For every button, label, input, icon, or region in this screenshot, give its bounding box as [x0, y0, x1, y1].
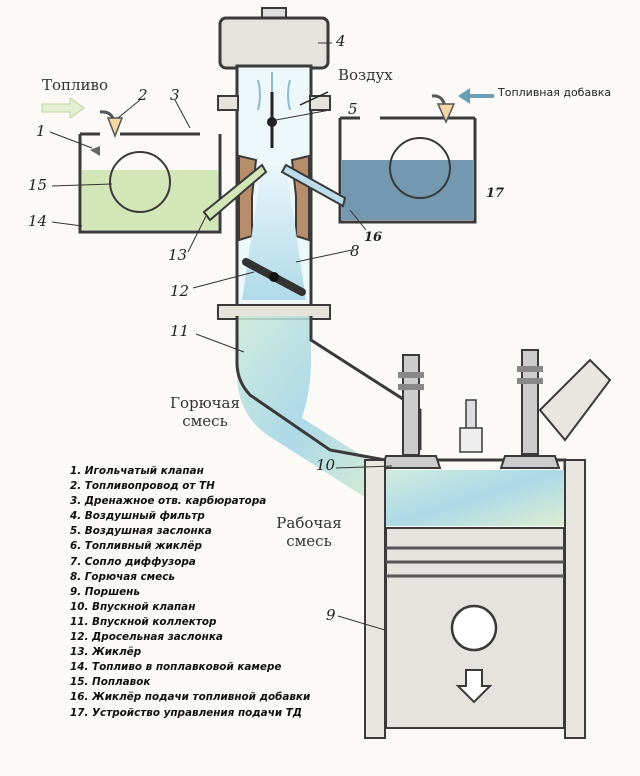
combustible-mix-line-1: Горючая	[170, 394, 240, 412]
air-damper	[267, 91, 329, 148]
callout-14: 14	[28, 212, 48, 230]
legend-item: 6. Топливный жиклёр	[70, 540, 202, 553]
callout-9: 9	[326, 606, 336, 624]
callout-11: 11	[170, 322, 190, 340]
legend-item: 9. Поршень	[70, 585, 140, 598]
callout-16: 16	[364, 230, 383, 245]
piston	[385, 527, 565, 729]
callout-13: 13	[168, 246, 188, 264]
callout-3: 3	[170, 86, 180, 104]
working-mix-area	[386, 470, 564, 526]
callout-2: 2	[138, 86, 148, 104]
additive-label: Топливная добавка	[498, 86, 612, 99]
legend-item: 2. Топливопровод от ТН	[70, 480, 215, 493]
float-chamber	[78, 110, 222, 234]
callout-1: 1	[36, 122, 46, 140]
callout-10: 10	[316, 456, 336, 474]
fuel-channel	[202, 163, 268, 222]
callout-12: 12	[170, 282, 190, 300]
legend-item: 10. Впускной клапан	[70, 600, 196, 613]
legend-item: 5. Воздушная заслонка	[70, 525, 212, 538]
fuel-label: Топливо	[42, 76, 109, 94]
throttle-valve	[242, 258, 306, 296]
legend-item: 4. Воздушный фильтр	[70, 510, 205, 523]
callout-4: 4	[336, 32, 346, 50]
legend-item: 15. Поплавок	[70, 676, 151, 689]
legend-item: 16. Жиклёр подачи топливной добавки	[70, 691, 311, 704]
legend-item: 14. Топливо в поплавковой камере	[70, 661, 282, 674]
legend-item: 1. Игольчатый клапан	[70, 465, 204, 477]
working-mix-line-1: Рабочая	[276, 514, 342, 532]
combustible-mix-label: Горючая смесь	[160, 394, 250, 430]
legend: 1. Игольчатый клапан 2. Топливопровод от…	[70, 464, 310, 721]
additive-channel	[280, 163, 347, 208]
working-mix-line-2: смесь	[286, 532, 332, 550]
legend-item: 12. Дросельная заслонка	[70, 631, 223, 644]
spark-plug	[459, 399, 483, 453]
callout-5: 5	[348, 100, 358, 118]
callout-8: 8	[350, 242, 360, 260]
fuel-arrow	[41, 97, 85, 119]
leader-lines	[49, 42, 393, 631]
additive-chamber	[338, 94, 477, 224]
additive-arrow	[458, 88, 494, 104]
intake-valve	[380, 354, 442, 469]
combustible-mix-line-2: смесь	[182, 412, 228, 430]
air-filter	[218, 7, 330, 70]
air-label: Воздух	[338, 66, 393, 84]
legend-item: 3. Дренажное отв. карбюратора	[70, 495, 267, 508]
legend-item: 13. Жиклёр	[70, 646, 142, 659]
working-mix-label: Рабочая смесь	[264, 514, 354, 550]
exhaust-valve	[499, 349, 561, 469]
legend-item: 11. Впускной коллектор	[70, 615, 217, 628]
legend-item: 7. Сопло диффузора	[70, 555, 196, 568]
callout-17: 17	[486, 186, 505, 201]
legend-item: 17. Устройство управления подачи ТД	[70, 706, 303, 719]
cylinder	[364, 459, 586, 739]
legend-item: 8. Горючая смесь	[70, 570, 175, 583]
callout-15: 15	[28, 176, 48, 194]
